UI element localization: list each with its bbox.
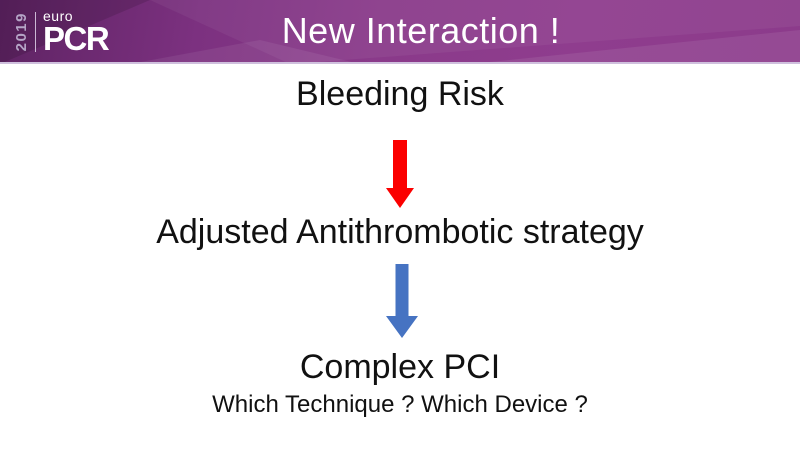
red-down-arrow-shape (386, 140, 414, 208)
slide-header: 2019 euro PCR New Interaction ! (0, 0, 800, 64)
logo-divider-line (35, 12, 36, 52)
blue-down-arrow-icon (386, 264, 418, 338)
slide-title: New Interaction ! (281, 10, 561, 51)
europcr-logo: 2019 euro PCR (13, 7, 110, 57)
logo-euro-text: euro (43, 8, 74, 24)
header-background-facets (0, 0, 800, 64)
flow-question-text: Which Technique ? Which Device ? (212, 391, 588, 418)
facet-dark-corner (0, 0, 150, 64)
logo-brand: euro PCR (43, 8, 110, 57)
red-down-arrow-icon (386, 140, 414, 208)
blue-down-arrow-shape (386, 264, 418, 338)
facet-light-band (150, 0, 800, 64)
logo-pcr-text: PCR (43, 20, 110, 57)
flow-step-complex-pci: Complex PCI (299, 348, 501, 386)
header-divider-line (0, 62, 800, 64)
facet-light-right (470, 30, 800, 64)
facet-light-left (130, 40, 360, 64)
flow-step-antithrombotic-strategy: Adjusted Antithrombotic strategy (156, 213, 644, 251)
flow-step-bleeding-risk: Bleeding Risk (296, 75, 504, 113)
